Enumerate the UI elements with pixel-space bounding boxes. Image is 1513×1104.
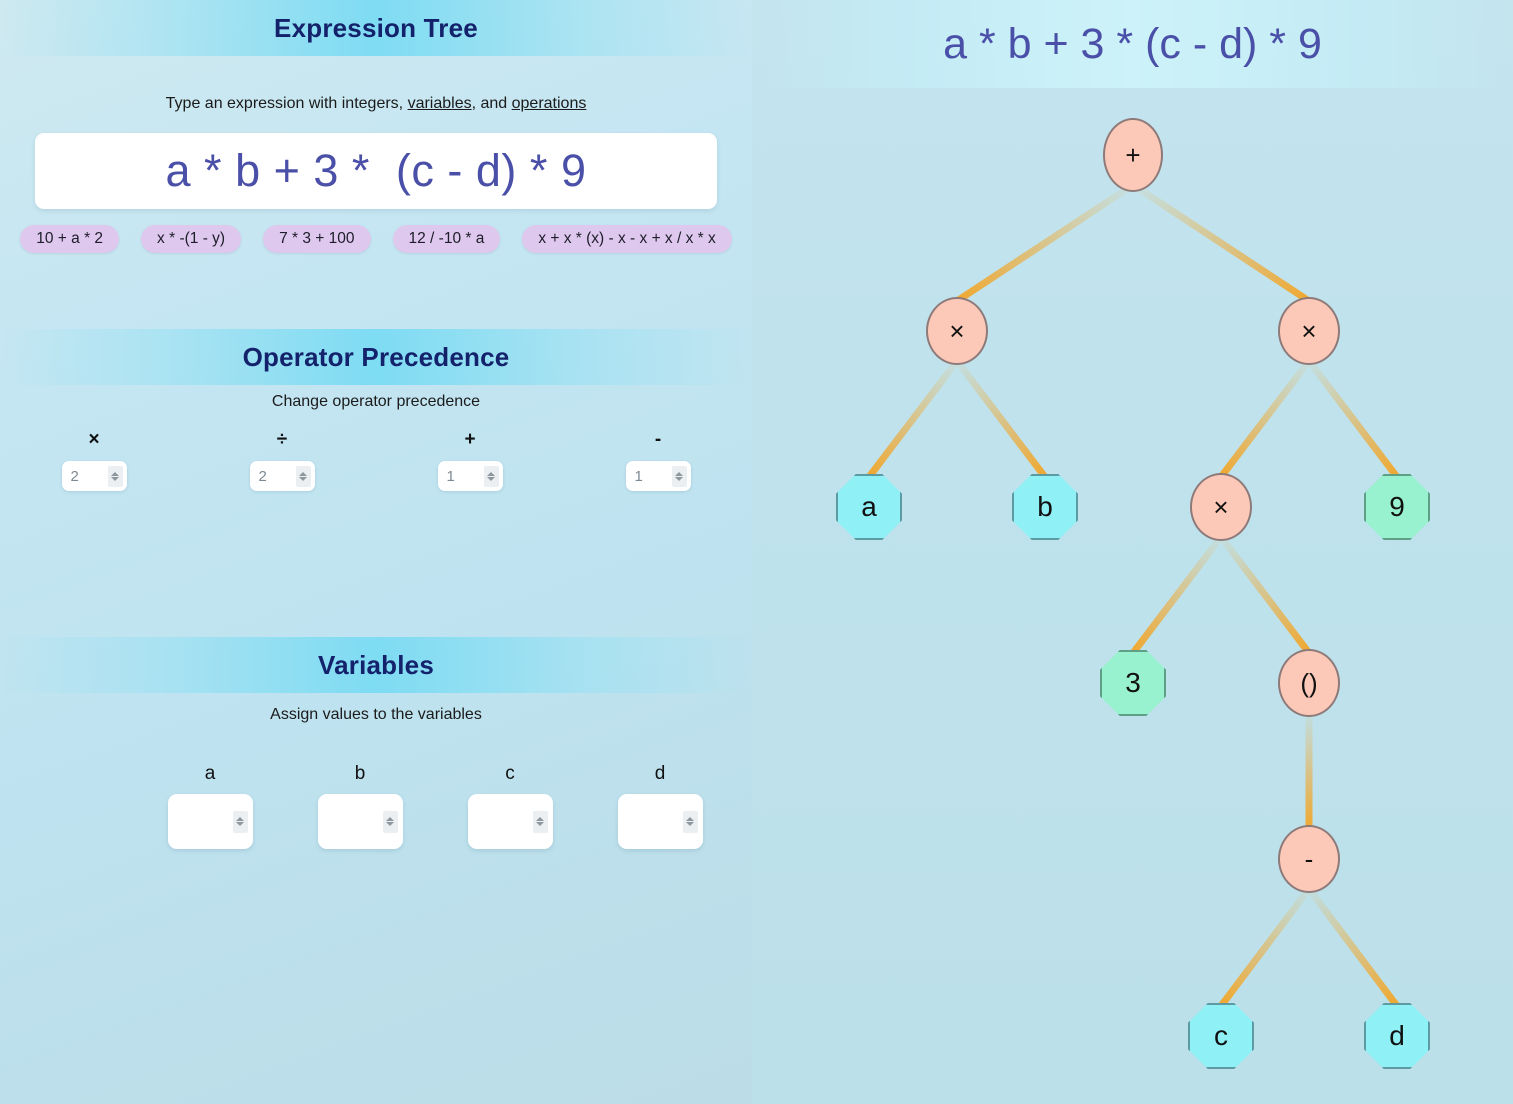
precedence-stepper-minus[interactable]: 1: [625, 461, 691, 491]
page-title: Expression Tree: [274, 13, 478, 43]
operator-precedence-subtitle: Change operator precedence: [271, 393, 481, 410]
operator-precedence-header-band: Operator Precedence: [0, 329, 752, 385]
variable-input-d[interactable]: [617, 794, 703, 849]
tree-node-number-n7[interactable]: 3: [1100, 650, 1166, 716]
precedence-stepper-plus[interactable]: 1: [437, 461, 503, 491]
stepper-arrows-icon[interactable]: [671, 465, 687, 487]
variable-input-b[interactable]: [317, 794, 403, 849]
precedence-stepper-multiply[interactable]: 2: [61, 461, 127, 491]
example-chip[interactable]: 10 + a * 2: [20, 225, 120, 253]
stepper-arrows-icon[interactable]: [107, 465, 123, 487]
variables-row: a b c d: [0, 760, 752, 849]
example-chip[interactable]: 7 * 3 + 100: [263, 225, 371, 253]
tree-node-operator-n9[interactable]: -: [1278, 825, 1340, 893]
precedence-value: 1: [634, 467, 643, 485]
multiply-symbol: ×: [88, 429, 100, 450]
tree-node-operator-n5[interactable]: ×: [1190, 473, 1252, 541]
variable-cell-b: b: [300, 760, 420, 849]
expression-input[interactable]: a * b + 3 * (c - d) * 9: [35, 133, 717, 209]
tree-node-operator-n2[interactable]: ×: [1278, 297, 1340, 365]
operator-precedence-row: × 2 ÷ 2 + 1 -: [0, 427, 752, 491]
operator-precedence-title: Operator Precedence: [242, 342, 510, 372]
minus-symbol: -: [654, 429, 662, 450]
tree-node-variable-n10[interactable]: c: [1188, 1003, 1254, 1069]
tree-node-operator-n8[interactable]: (): [1278, 649, 1340, 717]
tree-node-variable-n11[interactable]: d: [1364, 1003, 1430, 1069]
tree-expression-title: a * b + 3 * (c - d) * 9: [943, 20, 1322, 68]
operations-link[interactable]: operations: [511, 95, 587, 112]
left-panel: Expression Tree Type an expression with …: [0, 0, 752, 1104]
example-chip[interactable]: 12 / -10 * a: [392, 225, 501, 253]
precedence-cell-divide: ÷ 2: [188, 427, 376, 491]
variables-link[interactable]: variables: [407, 95, 472, 112]
tree-panel: a * b + 3 * (c - d) * 9 + × × a b × 9 3 () - c d: [752, 0, 1513, 1104]
variables-header-band: Variables: [0, 637, 752, 693]
tree-node-variable-n3[interactable]: a: [836, 474, 902, 540]
precedence-cell-multiply: × 2: [0, 427, 188, 491]
expression-tree-header-band: Expression Tree: [0, 0, 752, 56]
variable-cell-c: c: [450, 760, 570, 849]
variable-input-a[interactable]: [167, 794, 253, 849]
variables-subtitle: Assign values to the variables: [270, 706, 482, 723]
divide-symbol: ÷: [276, 429, 288, 450]
variables-title: Variables: [318, 650, 434, 680]
precedence-value: 1: [446, 467, 455, 485]
variable-label: c: [505, 763, 515, 784]
variable-input-c[interactable]: [467, 794, 553, 849]
tree-node-number-n6[interactable]: 9: [1364, 474, 1430, 540]
variable-cell-a: a: [150, 760, 270, 849]
example-chip[interactable]: x * -(1 - y): [141, 225, 242, 253]
stepper-arrows-icon[interactable]: [682, 810, 698, 833]
plus-symbol: +: [464, 429, 476, 450]
stepper-arrows-icon[interactable]: [532, 810, 548, 833]
hint-mid: , and: [471, 95, 512, 112]
precedence-cell-plus: + 1: [376, 427, 564, 491]
tree-nodes: + × × a b × 9 3 () - c d: [752, 0, 1513, 1104]
tree-node-operator-n1[interactable]: ×: [926, 297, 988, 365]
variable-label: d: [654, 763, 666, 784]
variable-label: a: [204, 763, 216, 784]
precedence-cell-minus: - 1: [564, 427, 752, 491]
variable-cell-d: d: [600, 760, 720, 849]
example-chip[interactable]: x + x * (x) - x - x + x / x * x: [522, 225, 732, 253]
tree-node-variable-n4[interactable]: b: [1012, 474, 1078, 540]
hint-pre: Type an expression with integers,: [165, 95, 408, 112]
precedence-value: 2: [258, 467, 267, 485]
stepper-arrows-icon[interactable]: [295, 465, 311, 487]
stepper-arrows-icon[interactable]: [483, 465, 499, 487]
stepper-arrows-icon[interactable]: [232, 810, 248, 833]
tree-edges: [865, 181, 1401, 1010]
tree-node-operator-n0[interactable]: +: [1103, 118, 1163, 192]
stepper-arrows-icon[interactable]: [382, 810, 398, 833]
variable-label: b: [354, 763, 366, 784]
tree-title-band: a * b + 3 * (c - d) * 9: [752, 0, 1513, 88]
precedence-value: 2: [70, 467, 79, 485]
precedence-stepper-divide[interactable]: 2: [249, 461, 315, 491]
example-chip-list: 10 + a * 2 x * -(1 - y) 7 * 3 + 100 12 /…: [0, 225, 752, 253]
expression-hint: Type an expression with integers, variab…: [0, 95, 752, 113]
